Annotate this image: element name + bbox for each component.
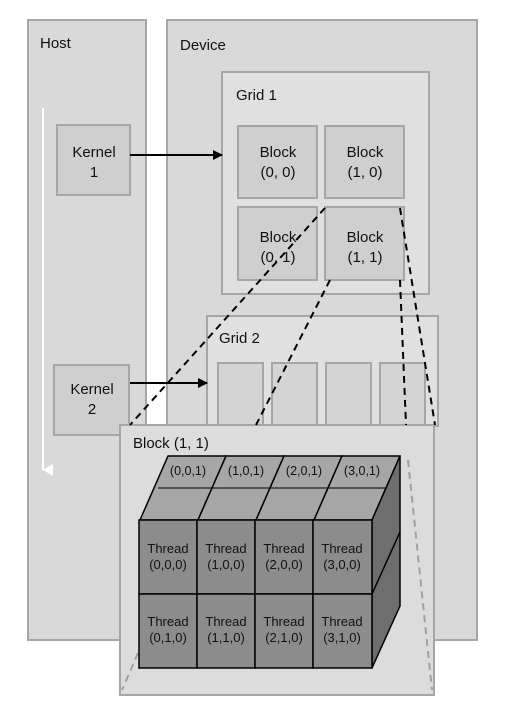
thread-label-line2: (3,0,0) [323, 557, 361, 572]
grid-2-block [325, 362, 372, 427]
block-detail-label: Block (1, 1) [133, 435, 209, 452]
grid-1-block-1-1: Block (1, 1) [324, 206, 405, 281]
grid-2-block [379, 362, 426, 427]
thread-cell [254, 519, 314, 595]
thread-top-label: (0,0,1) [170, 464, 206, 478]
thread-cell [196, 593, 256, 669]
block-label-line1: Block [347, 144, 384, 161]
kernel-1-label-line2: 1 [90, 164, 98, 181]
block-label-line1: Block [260, 144, 297, 161]
thread-label-line1: Thread [263, 541, 304, 556]
block-label-line2: (0, 0) [260, 164, 295, 181]
block-label-line1: Block [347, 229, 384, 246]
thread-label-line2: (0,0,0) [149, 557, 187, 572]
thread-cell [196, 519, 256, 595]
kernel-1-box: Kernel 1 [56, 124, 131, 196]
host-panel: Host [27, 19, 147, 641]
zoom-lines-grid1 [129, 207, 436, 426]
thread-cell [254, 593, 314, 669]
device-label: Device [180, 37, 226, 54]
thread-label-line1: Thread [205, 541, 246, 556]
thread-label-line1: Thread [321, 541, 362, 556]
grid-1-panel: Grid 1 Block (0, 0) Block (1, 0) Block (… [221, 71, 430, 295]
thread-label-line2: (1,1,0) [207, 630, 245, 645]
kernel-1-label-line1: Kernel [72, 144, 115, 161]
block-label-line1: Block [260, 229, 297, 246]
kernel-2-label-line2: 2 [88, 401, 96, 418]
thread-label-line2: (2,1,0) [265, 630, 303, 645]
thread-label-line2: (2,0,0) [265, 557, 303, 572]
thread-label-line2: (0,1,0) [149, 630, 187, 645]
grid-2-block [271, 362, 318, 427]
block-label-line2: (1, 0) [347, 164, 382, 181]
grid-1-block-0-1: Block (0, 1) [237, 206, 318, 281]
grid-1-block-1-0: Block (1, 0) [324, 125, 405, 199]
thread-label-line1: Thread [205, 614, 246, 629]
kernel-2-box: Kernel 2 [53, 364, 130, 436]
thread-cube: (0,0,1) (1,0,1) (2,0,1) (3,0,1) Thread (… [138, 455, 402, 669]
host-label: Host [40, 35, 72, 52]
thread-top-label: (2,0,1) [286, 464, 322, 478]
grid-1-block-0-0: Block (0, 0) [237, 125, 318, 199]
thread-cell [138, 519, 198, 595]
thread-top-label: (1,0,1) [228, 464, 264, 478]
thread-label-line1: Thread [147, 541, 188, 556]
thread-label-line2: (3,1,0) [323, 630, 361, 645]
thread-top-label: (3,0,1) [344, 464, 380, 478]
grid-2-label: Grid 2 [219, 330, 260, 347]
thread-label-line2: (1,0,0) [207, 557, 245, 572]
grid-2-block [217, 362, 264, 427]
cube-side-divider [371, 531, 401, 595]
kernel-2-label-line1: Kernel [70, 381, 113, 398]
thread-label-line1: Thread [263, 614, 304, 629]
thread-cell [312, 519, 373, 595]
grid-1-label: Grid 1 [236, 87, 277, 104]
thread-label-line1: Thread [147, 614, 188, 629]
block-label-line2: (0, 1) [260, 249, 295, 266]
thread-cell [312, 593, 373, 669]
grid-2-panel: Grid 2 [206, 315, 439, 427]
thread-label-line1: Thread [321, 614, 362, 629]
block-label-line2: (1, 1) [347, 249, 382, 266]
